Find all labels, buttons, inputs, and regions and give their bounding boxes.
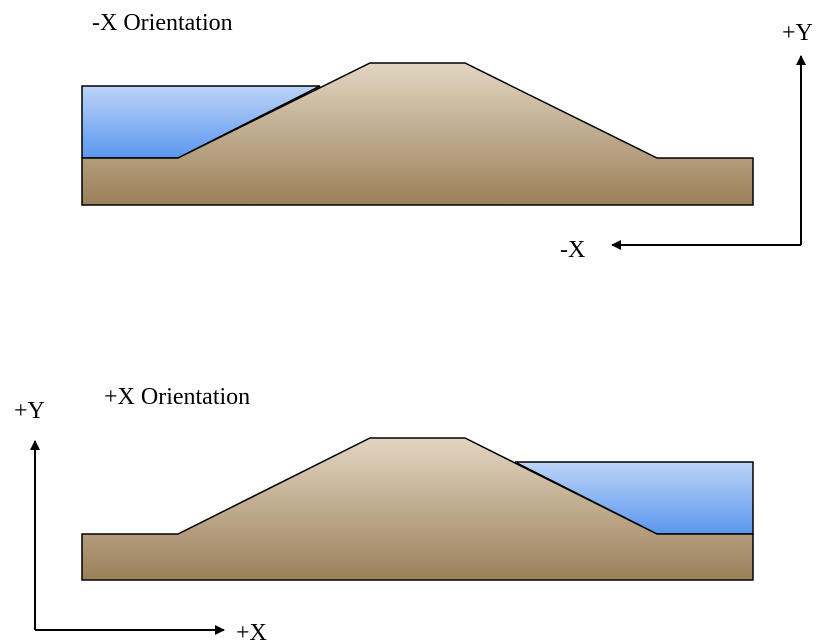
top-y-axis-label: +Y: [782, 20, 813, 46]
bottom-embankment: [81, 437, 754, 581]
top-x-axis-label: -X: [560, 237, 585, 263]
bottom-title: +X Orientation: [104, 384, 250, 410]
bottom-y-axis-label: +Y: [14, 398, 45, 424]
top-diagram: -X Orientation +Y -X: [81, 10, 813, 263]
top-embankment: [81, 62, 754, 206]
top-title: -X Orientation: [92, 10, 233, 36]
bottom-x-axis-label: +X: [236, 620, 267, 643]
bottom-diagram: +X Orientation +Y +X: [14, 384, 754, 643]
